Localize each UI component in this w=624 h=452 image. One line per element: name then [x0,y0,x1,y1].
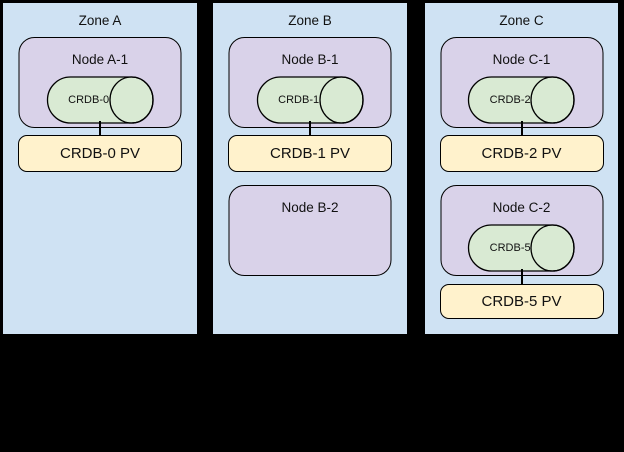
node-c-1: Node C-1 CRDB-2 [440,37,603,128]
zone-b-title: Zone B [288,13,332,28]
node-c-2: Node C-2 CRDB-5 [440,185,603,276]
database-cylinder-icon [46,76,154,124]
connector-line [520,269,523,284]
zone-a: Zone A Node A-1 CRDB-0 CRDB-0 PV [1,1,199,336]
zone-c-title: Zone C [499,13,544,28]
pv-crdb-5-label: CRDB-5 PV [481,293,562,310]
database-cylinder-icon [467,76,575,124]
pv-crdb-1-label: CRDB-1 PV [269,145,351,162]
connector-line [520,121,523,135]
zone-b: Zone B Node B-1 CRDB-1 CRDB-1 PV Node B-… [211,1,409,336]
node-b-1: Node B-1 CRDB-1 [228,37,392,128]
zone-a-title: Zone A [78,13,122,28]
node-b-1-label: Node B-1 [281,52,339,67]
connector-line [309,121,311,135]
pod-crdb-1-label: CRDB-1 [278,94,320,106]
node-a-1: Node A-1 CRDB-0 [18,37,182,128]
pod-crdb-0-label: CRDB-0 [68,94,110,106]
pod-crdb-5: CRDB-5 [467,224,576,272]
pod-crdb-2: CRDB-2 [467,76,576,124]
pod-crdb-5-label: CRDB-5 [489,242,531,254]
node-c-1-label: Node C-1 [492,52,551,67]
node-c-2-label: Node C-2 [492,200,551,215]
pod-crdb-0: CRDB-0 [46,76,154,124]
pv-crdb-1: CRDB-1 PV [228,135,392,172]
node-b-2: Node B-2 [228,185,392,276]
pv-crdb-5: CRDB-5 PV [439,284,604,319]
pod-crdb-2-label: CRDB-2 [489,94,531,106]
pv-crdb-0-label: CRDB-0 PV [59,145,141,162]
pod-crdb-1: CRDB-1 [256,76,364,124]
database-cylinder-icon [256,76,364,124]
database-cylinder-icon [467,224,575,272]
node-a-1-label: Node A-1 [71,52,129,67]
pv-crdb-2-label: CRDB-2 PV [481,145,562,162]
node-b-2-label: Node B-2 [281,200,339,215]
zone-c: Zone C Node C-1 CRDB-2 CRDB-2 PV Node C-… [423,1,620,336]
pv-crdb-0: CRDB-0 PV [18,135,182,172]
pv-crdb-2: CRDB-2 PV [439,135,604,172]
connector-line [99,121,101,135]
